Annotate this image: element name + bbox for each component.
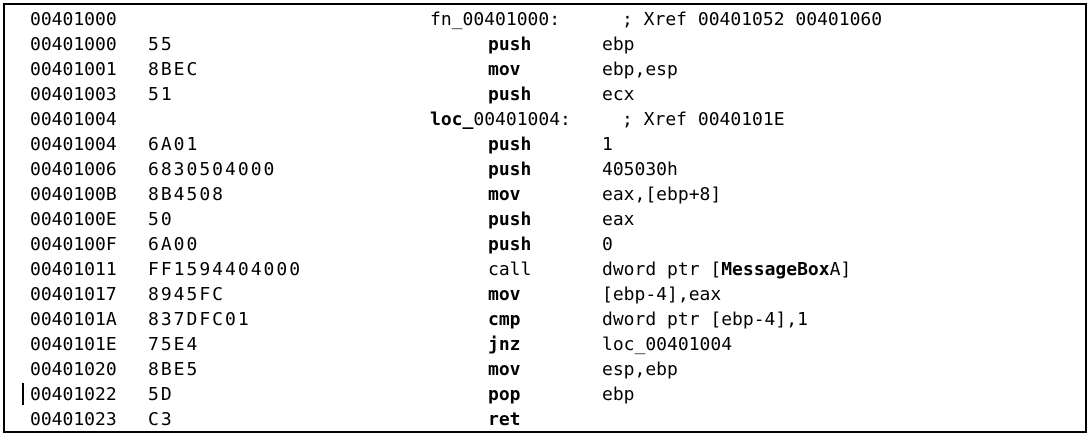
operand: [ebp-4],eax (602, 284, 722, 305)
mnemonic: push (488, 34, 532, 55)
operand: 1 (602, 134, 613, 155)
disasm-line[interactable]: 0040100F 6A00 push 0 (5, 232, 1085, 257)
disasm-line[interactable]: 00401023 C3 ret (5, 407, 1085, 431)
address: 00401022 (30, 384, 117, 405)
operand: dword ptr [MessageBoxA] (602, 259, 852, 280)
mnemonic: push (488, 134, 532, 155)
hex-bytes: 837DFC01 (148, 309, 251, 330)
operand: esp,ebp (602, 359, 678, 380)
address: 0040101A (30, 309, 117, 330)
operand: loc_00401004 (602, 334, 733, 355)
hex-bytes: 50 (148, 209, 174, 230)
text-caret (22, 383, 24, 405)
hex-bytes: 55 (148, 34, 174, 55)
hex-bytes: 8BE5 (148, 359, 200, 380)
hex-bytes: FF1594404000 (148, 259, 303, 280)
disasm-line[interactable]: 00401004 loc_00401004: ; Xref 0040101E (5, 107, 1085, 132)
label: fn_00401000: (430, 9, 561, 30)
disasm-line[interactable]: 00401004 6A01 push 1 (5, 132, 1085, 157)
mnemonic: push (488, 234, 532, 255)
disassembly-pane[interactable]: 00401000 fn_00401000: ; Xref 00401052 0040… (3, 3, 1087, 433)
mnemonic: jnz (488, 334, 521, 355)
disasm-line[interactable]: 00401001 8BEC mov ebp,esp (5, 57, 1085, 82)
address: 0040101E (30, 334, 117, 355)
address: 00401004 (30, 134, 117, 155)
address: 00401020 (30, 359, 117, 380)
operand: ebp,esp (602, 59, 678, 80)
address: 00401017 (30, 284, 117, 305)
hex-bytes: 5D (148, 384, 174, 405)
operand: ebp (602, 34, 635, 55)
disasm-line[interactable]: 00401003 51 push ecx (5, 82, 1085, 107)
mnemonic: push (488, 209, 532, 230)
address: 00401004 (30, 109, 117, 130)
address: 00401003 (30, 84, 117, 105)
hex-bytes: 8BEC (148, 59, 200, 80)
mnemonic: cmp (488, 309, 521, 330)
hex-bytes: 75E4 (148, 334, 200, 355)
disasm-line[interactable]: 00401022 5D pop ebp (5, 382, 1085, 407)
address: 00401001 (30, 59, 117, 80)
operand: ebp (602, 384, 635, 405)
disasm-line[interactable]: 0040100E 50 push eax (5, 207, 1085, 232)
address: 00401023 (30, 409, 117, 430)
mnemonic: push (488, 159, 532, 180)
operand: dword ptr [ebp-4],1 (602, 309, 808, 330)
mnemonic: pop (488, 384, 521, 405)
hex-bytes: 6A01 (148, 134, 200, 155)
mnemonic: call (488, 259, 532, 280)
disasm-line[interactable]: 0040100B 8B4508 mov eax,[ebp+8] (5, 182, 1085, 207)
label: loc_00401004: (430, 109, 571, 130)
xref-comment: ; Xref 00401052 00401060 (622, 9, 883, 30)
disasm-line[interactable]: 00401011 FF1594404000 call dword ptr [Messa… (5, 257, 1085, 282)
mnemonic: mov (488, 184, 521, 205)
hex-bytes: 6830504000 (148, 159, 277, 180)
disasm-line[interactable]: 00401000 fn_00401000: ; Xref 00401052 0040… (5, 7, 1085, 32)
disasm-line[interactable]: 0040101A 837DFC01 cmp dword ptr [ebp-4],1 (5, 307, 1085, 332)
hex-bytes: C3 (148, 409, 174, 430)
hex-bytes: 6A00 (148, 234, 200, 255)
mnemonic: mov (488, 359, 521, 380)
disasm-line[interactable]: 00401020 8BE5 mov esp,ebp (5, 357, 1085, 382)
address: 00401000 (30, 9, 117, 30)
disasm-line[interactable]: 00401017 8945FC mov [ebp-4],eax (5, 282, 1085, 307)
disasm-line[interactable]: 00401006 6830504000 push 405030h (5, 157, 1085, 182)
hex-bytes: 51 (148, 84, 174, 105)
operand: 405030h (602, 159, 678, 180)
address: 0040100E (30, 209, 117, 230)
disasm-line[interactable]: 00401000 55 push ebp (5, 32, 1085, 57)
operand: ecx (602, 84, 635, 105)
operand: eax,[ebp+8] (602, 184, 722, 205)
address: 00401006 (30, 159, 117, 180)
address: 00401000 (30, 34, 117, 55)
address: 0040100B (30, 184, 117, 205)
mnemonic: mov (488, 284, 521, 305)
operand: eax (602, 209, 635, 230)
mnemonic: ret (488, 409, 521, 430)
mnemonic: push (488, 84, 532, 105)
address: 0040100F (30, 234, 117, 255)
address: 00401011 (30, 259, 117, 280)
operand: 0 (602, 234, 613, 255)
xref-comment: ; Xref 0040101E (622, 109, 785, 130)
disassembly-listing: 00401000 fn_00401000: ; Xref 00401052 0040… (5, 5, 1085, 431)
hex-bytes: 8945FC (148, 284, 226, 305)
mnemonic: mov (488, 59, 521, 80)
hex-bytes: 8B4508 (148, 184, 226, 205)
disasm-line[interactable]: 0040101E 75E4 jnz loc_00401004 (5, 332, 1085, 357)
